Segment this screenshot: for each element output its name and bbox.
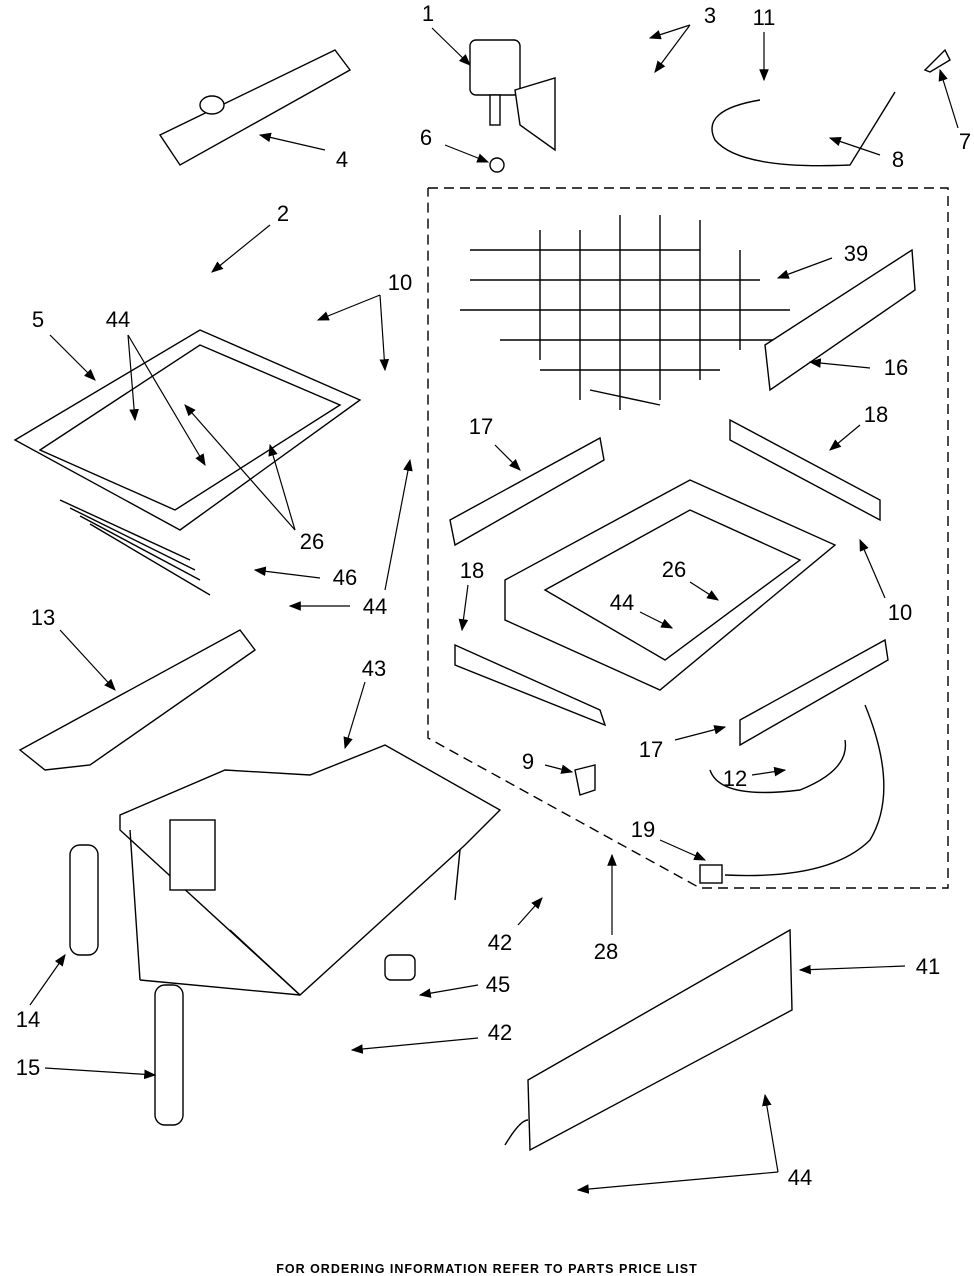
leader-arrow [578, 1172, 778, 1190]
leader-arrow [765, 1095, 778, 1172]
callout-grommet-10: 10 [388, 270, 412, 296]
callout-screw-3: 3 [704, 3, 716, 29]
wire-harness [575, 705, 884, 883]
callout-panel-41: 41 [916, 954, 940, 980]
ejector-frame [15, 330, 360, 595]
ordering-info-footer: FOR ORDERING INFORMATION REFER TO PARTS … [0, 1262, 974, 1276]
bottom-panel [505, 930, 792, 1150]
callout-screw-44: 44 [363, 594, 387, 620]
leader-arrow [650, 25, 690, 38]
callout-tube-14: 14 [16, 1007, 40, 1033]
leader-arrow [380, 295, 385, 370]
leader-arrow [60, 630, 115, 690]
callout-clip-46: 46 [333, 565, 357, 591]
callout-screw-12: 12 [723, 766, 747, 792]
callout-clip-9: 9 [522, 749, 534, 775]
water-valve [470, 40, 555, 172]
leader-arrow [800, 966, 905, 970]
callout-screw-44: 44 [788, 1165, 812, 1191]
callout-grommet-10: 10 [888, 600, 912, 626]
callout-cover-16: 16 [884, 355, 908, 381]
callout-screw-26: 26 [662, 557, 686, 583]
leader-arrow [830, 138, 880, 155]
callout-fill-cup-13: 13 [31, 605, 55, 631]
leader-arrow [495, 445, 520, 470]
fill-tube [160, 50, 350, 165]
callout-tube-15: 15 [16, 1055, 40, 1081]
leader-arrow [518, 898, 542, 925]
leader-arrow [30, 955, 65, 1005]
callout-bracket-17: 17 [469, 414, 493, 440]
leader-arrow [212, 225, 270, 272]
callout-nozzle-7: 7 [959, 129, 971, 155]
leader-arrow [45, 1068, 155, 1075]
leader-arrow [345, 682, 365, 748]
leader-arrow [432, 28, 470, 65]
callout-foot-45: 45 [486, 972, 510, 998]
water-tube [712, 50, 950, 166]
callout-fill-tube-4: 4 [336, 147, 348, 173]
leader-arrow [545, 765, 572, 772]
callout-heater-2: 2 [277, 201, 289, 227]
callout-harness-19: 19 [631, 817, 655, 843]
callout-nut-6: 6 [420, 125, 432, 151]
callout-bracket-18: 18 [460, 558, 484, 584]
leader-arrow [270, 445, 295, 530]
callout-cutter-grid-39: 39 [844, 241, 868, 267]
leader-arrow [352, 1038, 478, 1050]
callout-screw-44: 44 [610, 590, 634, 616]
callout-valve-1: 1 [422, 1, 434, 27]
leader-arrow [752, 770, 785, 775]
leader-arrow [660, 840, 705, 860]
callout-ice-bin-43: 43 [362, 656, 386, 682]
leader-arrow [462, 585, 468, 630]
callout-tube-8: 8 [892, 147, 904, 173]
callout-screw-44: 44 [106, 307, 130, 333]
callout-screw-26: 26 [300, 529, 324, 555]
callout-fastener-42: 42 [488, 1020, 512, 1046]
callout-bracket-17: 17 [639, 737, 663, 763]
callout-bracket-18: 18 [864, 402, 888, 428]
leader-arrow [255, 570, 320, 578]
leader-arrow [385, 460, 410, 590]
callout-fastener-42: 42 [488, 930, 512, 956]
callout-tube-11: 11 [753, 5, 776, 31]
cutter-grid [460, 215, 790, 410]
leader-arrow [445, 145, 488, 162]
callout-ejector-frame-5: 5 [32, 307, 44, 333]
leader-arrow [50, 335, 95, 380]
leader-arrow [778, 258, 832, 278]
leader-arrow [830, 425, 860, 450]
leader-arrow [420, 985, 478, 995]
ice-bin [120, 745, 500, 995]
leader-arrow [655, 25, 690, 72]
leader-arrow [860, 540, 885, 598]
leader-arrow [810, 362, 870, 368]
leader-arrow [318, 295, 380, 320]
leader-arrow [940, 70, 958, 128]
leader-arrow [675, 727, 725, 740]
leader-arrow [260, 135, 325, 150]
callout-assembly-28: 28 [594, 939, 618, 965]
